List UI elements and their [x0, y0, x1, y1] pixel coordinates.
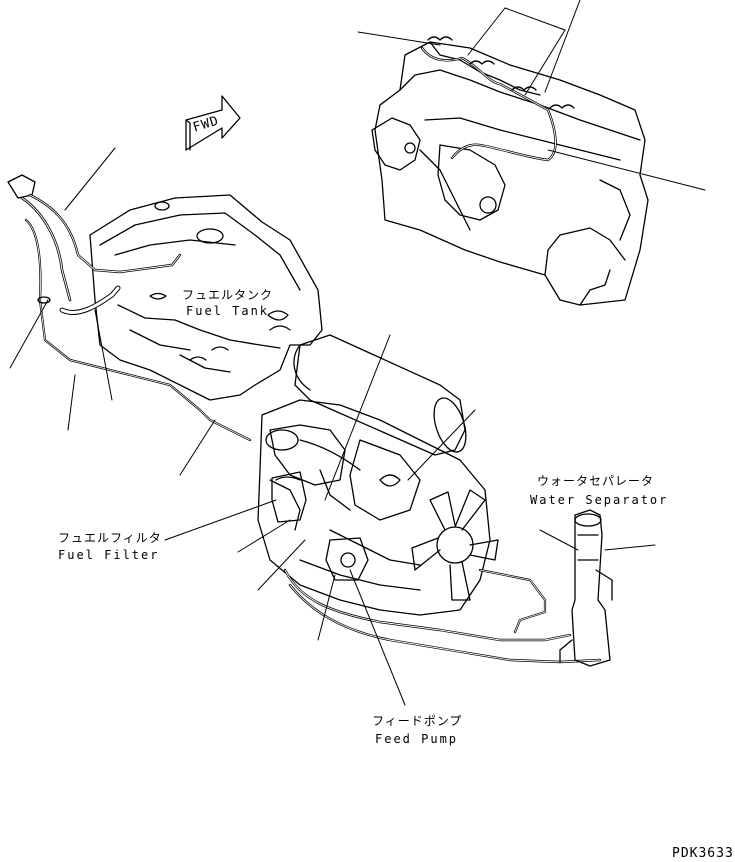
drawing-code: PDK3633 [672, 846, 734, 861]
fuel-lines-lower [283, 568, 602, 664]
leader-lines-left [9, 147, 216, 476]
fuel-filter-label-en: Fuel Filter [58, 548, 160, 562]
engine-block-top-view [371, 36, 649, 306]
fuel-tank-drawing [89, 194, 323, 401]
feed-pump-label-en: Feed Pump [375, 732, 459, 746]
fwd-arrow-shape [185, 95, 241, 151]
water-separator-drawing [559, 509, 613, 667]
leader-lines-top [357, 0, 706, 191]
water-separator-label-en: Water Separator [530, 493, 669, 507]
fuel-tank-label-en: Fuel Tank [186, 304, 270, 318]
feed-pump-label-jp: フィードポンプ [372, 714, 463, 728]
water-separator-label-jp: ウォータセパレータ [537, 474, 655, 488]
filler-neck-and-pipes [7, 174, 252, 442]
fuel-tank-label-jp: フュエルタンク [182, 288, 274, 302]
engine-assembly-drawing [257, 334, 499, 616]
leader-lines-lower [164, 334, 656, 706]
fuel-filter-label-jp: フュエルフィルタ [58, 531, 162, 545]
